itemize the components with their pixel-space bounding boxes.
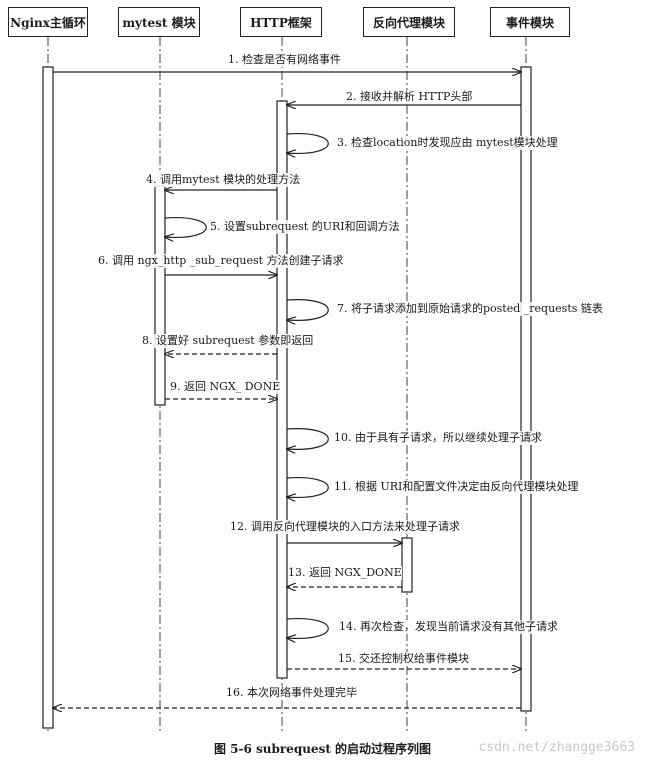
message-label-8: 8. 设置好 subrequest 参数即返回 bbox=[142, 334, 314, 348]
actor-nginx-main-loop: Nginx主循环 bbox=[8, 7, 88, 37]
message-label-15: 15. 交还控制权给事件模块 bbox=[338, 652, 469, 666]
message-label-5: 5. 设置subrequest 的URI和回调方法 bbox=[210, 220, 400, 234]
message-label-1: 1. 检查是否有网络事件 bbox=[228, 53, 341, 67]
message-label-12: 12. 调用反向代理模块的入口方法来处理子请求 bbox=[230, 520, 460, 534]
activation-proxy bbox=[401, 537, 413, 593]
watermark: csdn.net/zhangge3663 bbox=[478, 740, 635, 755]
arrow-message-14 bbox=[287, 618, 329, 639]
activation-mytest bbox=[154, 185, 166, 406]
arrow-message-7 bbox=[287, 299, 329, 321]
message-label-11: 11. 根据 URI和配置文件决定由反向代理模块处理 bbox=[334, 480, 579, 494]
activation-event bbox=[520, 66, 532, 712]
actor-http-framework: HTTP框架 bbox=[240, 7, 322, 37]
activation-nginx bbox=[42, 66, 54, 729]
figure-caption: 图 5-6 subrequest 的启动过程序列图 bbox=[213, 742, 432, 756]
message-label-14: 14. 再次检查，发现当前请求没有其他子请求 bbox=[339, 620, 558, 634]
message-label-4: 4. 调用mytest 模块的处理方法 bbox=[146, 173, 301, 187]
message-label-6: 6. 调用 ngx_http _sub_request 方法创建子请求 bbox=[98, 254, 344, 268]
message-label-10: 10. 由于具有子请求，所以继续处理子请求 bbox=[334, 431, 542, 445]
actor-mytest-module: mytest 模块 bbox=[118, 7, 200, 37]
arrow-message-10 bbox=[287, 428, 329, 450]
message-label-9: 9. 返回 NGX_ DONE bbox=[170, 380, 281, 394]
message-label-2: 2. 接收并解析 HTTP头部 bbox=[346, 90, 473, 104]
message-label-16: 16. 本次网络事件处理完毕 bbox=[226, 686, 357, 700]
message-label-7: 7. 将子请求添加到原始请求的posted _requests 链表 bbox=[337, 302, 603, 316]
message-label-13: 13. 返回 NGX_DONE bbox=[288, 566, 402, 580]
arrow-message-3 bbox=[287, 133, 329, 154]
arrow-message-5 bbox=[165, 217, 207, 238]
arrow-message-11 bbox=[287, 477, 329, 498]
message-label-3: 3. 检查location时发现应由 mytest模块处理 bbox=[337, 136, 558, 150]
actor-reverse-proxy-module: 反向代理模块 bbox=[363, 7, 455, 37]
actor-event-module: 事件模块 bbox=[490, 7, 570, 37]
